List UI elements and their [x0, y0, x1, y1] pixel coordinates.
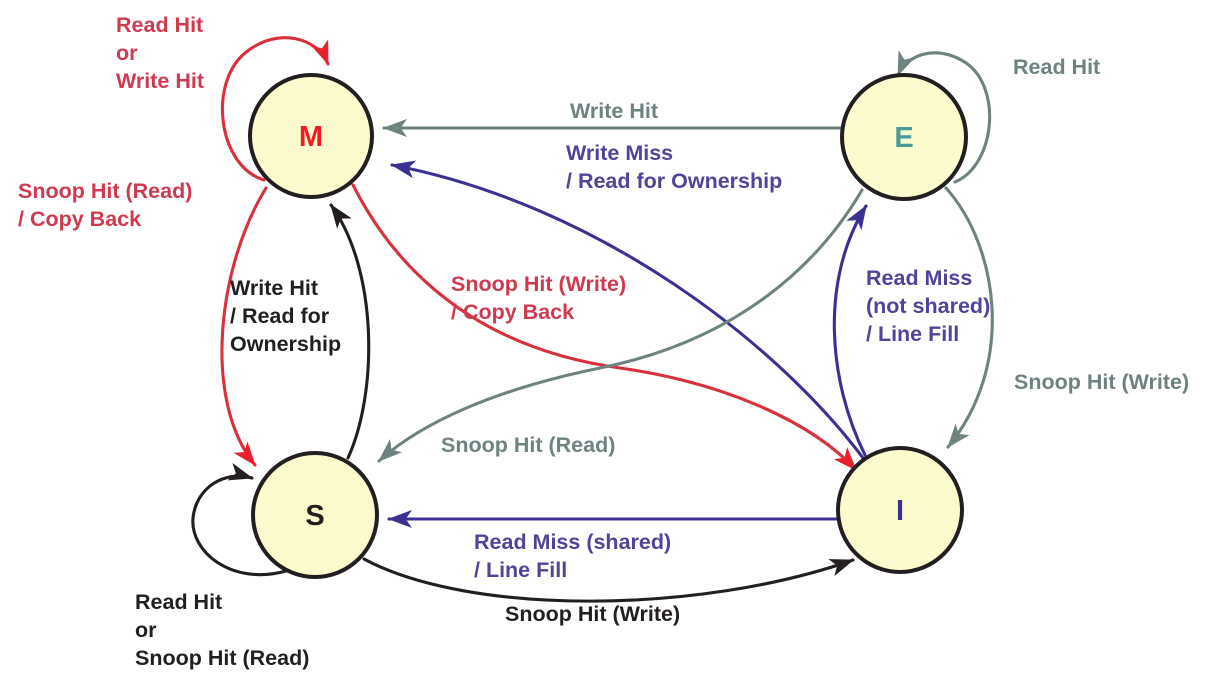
edge-label-m-to-i-line2: / Copy Back [451, 300, 574, 324]
edge-label-i-to-e-line2: (not shared) [866, 294, 990, 318]
edge-label-s-to-m-line3: Ownership [230, 332, 341, 356]
edge-label-s-to-m-line2: / Read for [230, 304, 330, 328]
edge-label-m-to-s-line2: / Copy Back [18, 207, 141, 231]
edge-label-s-self: Read Hit or Snoop Hit (Read) [135, 590, 339, 670]
edge-label-i-to-s-line1: Read Miss (shared) [474, 530, 671, 554]
edge-label-i-to-s: Read Miss (shared) / Line Fill [474, 530, 713, 582]
edge-label-m-self: Read Hit or Write Hit [116, 13, 245, 93]
edge-e-to-i [944, 186, 994, 449]
edge-label-m-to-i-line1: Snoop Hit (Write) [451, 272, 626, 296]
edge-s-to-i [362, 557, 855, 603]
edge-label-i-to-m-line1: Write Miss [566, 141, 673, 165]
edge-i-to-e [832, 204, 868, 457]
edge-s-self [191, 463, 288, 577]
state-label-m: M [299, 121, 323, 153]
edge-e-self [896, 50, 992, 184]
edge-label-m-to-s-line1: Snoop Hit (Read) [18, 179, 192, 203]
edge-m-to-i [351, 183, 858, 472]
edge-label-s-self-line3: Snoop Hit (Read) [135, 646, 309, 670]
edge-label-m-to-s: Snoop Hit (Read) / Copy Back [18, 179, 234, 231]
edge-label-m-self-line1: Read Hit [116, 13, 203, 37]
state-circle-m [248, 73, 374, 199]
edge-label-s-self-line1: Read Hit [135, 590, 222, 614]
edge-label-m-self-line3: Write Hit [116, 69, 204, 93]
edge-label-e-to-i-line1: Snoop Hit (Write) [1014, 370, 1189, 394]
edge-label-e-self: Read Hit [1013, 55, 1130, 79]
edge-label-e-self-line1: Read Hit [1013, 55, 1100, 79]
edge-m-to-s [220, 186, 268, 467]
state-circle-i [836, 446, 964, 574]
edge-label-i-to-e-line3: / Line Fill [866, 322, 959, 346]
edge-label-e-to-m: Write Hit [570, 99, 688, 123]
state-circle-s [251, 451, 379, 579]
edge-label-i-to-m-line2: / Read for Ownership [566, 169, 782, 193]
state-node-s[interactable]: S [251, 451, 379, 579]
edge-i-to-m [390, 160, 868, 464]
edge-label-e-to-s: Snoop Hit (Read) [441, 433, 645, 457]
state-node-m[interactable]: M [248, 73, 374, 199]
edge-label-i-to-s-line2: / Line Fill [474, 558, 567, 582]
edge-label-e-to-m-line1: Write Hit [570, 99, 658, 123]
edge-label-i-to-e: Read Miss (not shared) / Line Fill [866, 266, 1032, 346]
edge-label-e-to-i: Snoop Hit (Write) [1014, 370, 1219, 394]
edge-label-s-to-m-line1: Write Hit [230, 276, 318, 300]
edge-s-to-m [329, 203, 371, 460]
state-node-i[interactable]: I [836, 446, 964, 574]
edge-label-i-to-e-line1: Read Miss [866, 266, 972, 290]
edge-label-m-self-line2: or [116, 41, 138, 65]
edge-label-e-to-s-line1: Snoop Hit (Read) [441, 433, 615, 457]
state-node-e[interactable]: E [840, 73, 968, 201]
edge-label-s-self-line2: or [135, 618, 157, 642]
state-label-e: E [894, 122, 913, 154]
edge-label-s-to-i-line1: Snoop Hit (Write) [505, 602, 680, 626]
state-label-s: S [305, 500, 324, 532]
edge-e-to-s [377, 188, 864, 463]
edge-m-self [220, 36, 330, 182]
edge-label-i-to-m: Write Miss / Read for Ownership [566, 141, 812, 193]
edge-label-m-to-i: Snoop Hit (Write) / Copy Back [451, 272, 668, 324]
edge-label-s-to-i: Snoop Hit (Write) [505, 602, 710, 626]
state-label-i: I [896, 495, 904, 527]
state-circle-e [840, 73, 968, 201]
edge-label-s-to-m: Write Hit / Read for Ownership [230, 276, 371, 356]
